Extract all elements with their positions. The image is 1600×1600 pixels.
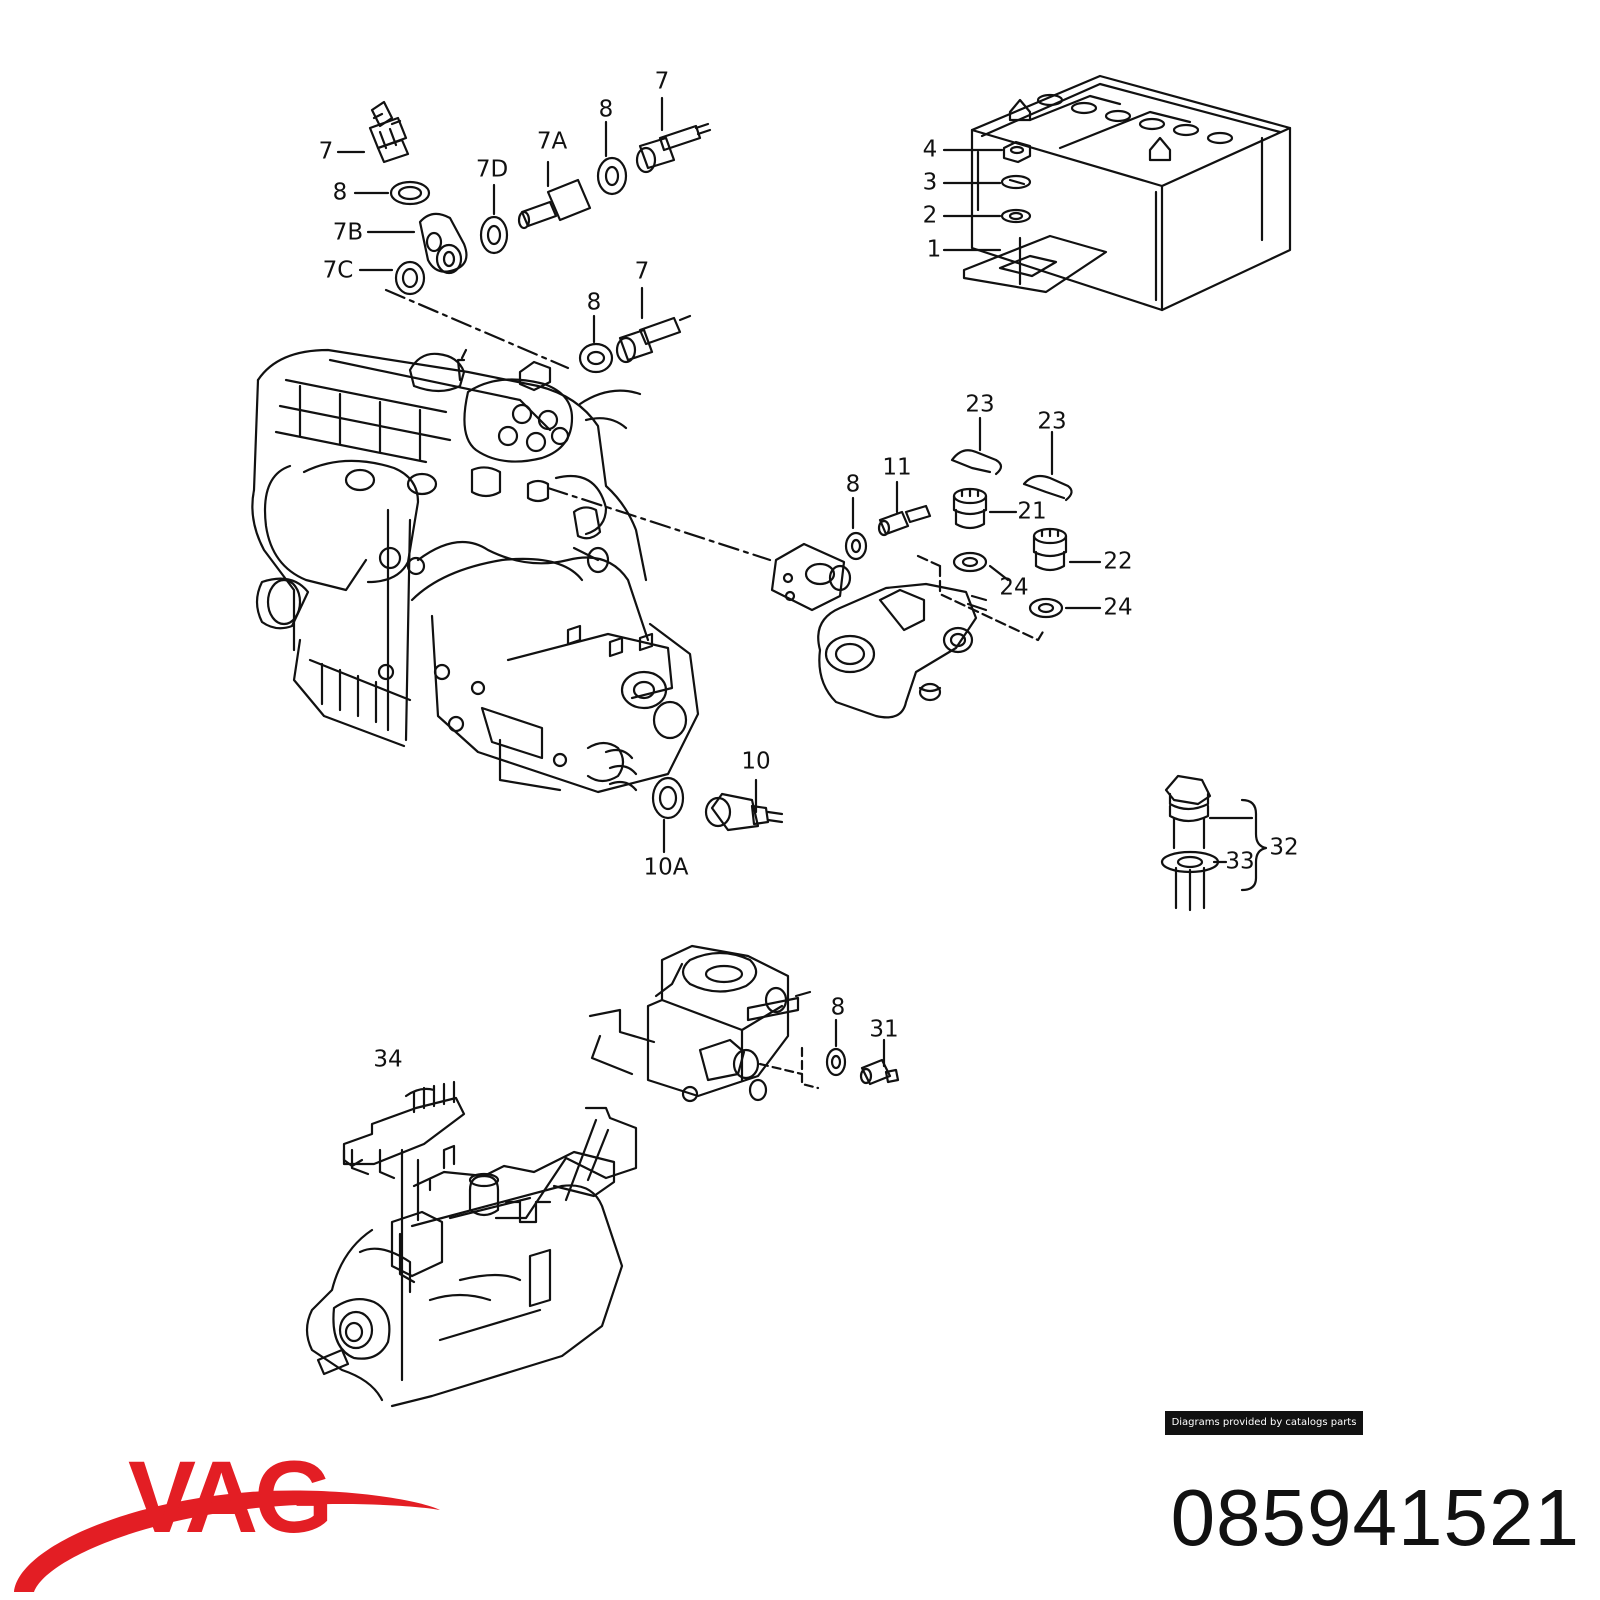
callout-label: 8 [332, 179, 348, 206]
callout-label: 7C [322, 257, 354, 284]
callout-label: 23 [1037, 408, 1067, 435]
washer-7d [479, 215, 509, 255]
assembly-dash-line-2 [546, 486, 772, 562]
assembly-dash-line [384, 288, 570, 370]
coolant-flange [770, 542, 852, 612]
callout-label: 2 [922, 202, 938, 229]
callout-label: 4 [922, 136, 938, 163]
callout-label: 8 [586, 289, 602, 316]
clip-23-b [1022, 474, 1073, 502]
callout-label: 10 [741, 748, 771, 775]
injection-pump-assembly [305, 1080, 638, 1408]
callout-label: 24 [999, 574, 1029, 601]
callout-label: 23 [965, 391, 995, 418]
oil-pressure-switch-10 [704, 792, 784, 832]
spring-washer-3 [1000, 174, 1032, 190]
nut-4 [1002, 140, 1032, 164]
washer-8-e [825, 1047, 847, 1077]
callout-label: 7A [536, 128, 568, 155]
sensor-22 [1032, 527, 1068, 572]
callout-label: 7B [332, 219, 364, 246]
callout-label: 7 [318, 138, 334, 165]
assembly-dash-bracket [916, 554, 1046, 642]
bracket-32 [1240, 798, 1268, 892]
washer-24-a [952, 551, 988, 573]
carburettor-assembly [588, 944, 812, 1103]
washer-24-b [1028, 597, 1064, 619]
vag-logo-wordmark: VAG [128, 1440, 333, 1554]
engine-assembly [251, 348, 700, 794]
callout-label: 7 [654, 68, 670, 95]
adapter-7b [418, 212, 468, 275]
callout-label: 8 [598, 96, 614, 123]
washer-8-c [578, 342, 614, 374]
temperature-sender-7-right [635, 122, 712, 174]
callout-label: 8 [830, 994, 846, 1021]
washer-7c [394, 260, 426, 296]
callout-label: 31 [869, 1016, 899, 1043]
switch-31 [859, 1058, 900, 1086]
callout-label: 8 [845, 471, 861, 498]
diagram-credit-badge: Diagrams provided by catalogs parts [1165, 1411, 1363, 1435]
callout-label: 34 [373, 1046, 403, 1073]
temperature-sender-7-top [368, 100, 410, 164]
adapter-7a [517, 178, 592, 230]
vag-logo-swoosh-icon [14, 1490, 440, 1592]
clip-23-a [950, 449, 1003, 476]
switch-11 [877, 504, 932, 537]
washer-8-a [389, 180, 431, 206]
sensor-21 [952, 487, 988, 530]
sender-32 [1160, 774, 1220, 912]
callout-label: 32 [1269, 834, 1299, 861]
callout-label: 22 [1103, 548, 1133, 575]
callout-label: 11 [882, 454, 912, 481]
battery-clamp-1 [962, 234, 1108, 294]
callout-label: 24 [1103, 594, 1133, 621]
assembly-dash-bracket-2 [758, 1046, 820, 1090]
callout-label: 7 [634, 258, 650, 285]
washer-8-d [844, 531, 868, 561]
callout-label: 1 [926, 236, 942, 263]
washer-8-b [596, 156, 628, 196]
temperature-sender-7-mid [615, 314, 692, 364]
callout-label: 33 [1225, 848, 1255, 875]
callout-label: 7D [475, 156, 509, 183]
callout-label: 21 [1017, 498, 1047, 525]
part-number: 085941521 [1170, 1473, 1580, 1562]
callout-label: 3 [922, 169, 938, 196]
thermostat-housing [817, 582, 988, 719]
washer-10a [651, 776, 685, 820]
washer-2 [1000, 208, 1032, 224]
callout-label: 10A [643, 854, 689, 881]
